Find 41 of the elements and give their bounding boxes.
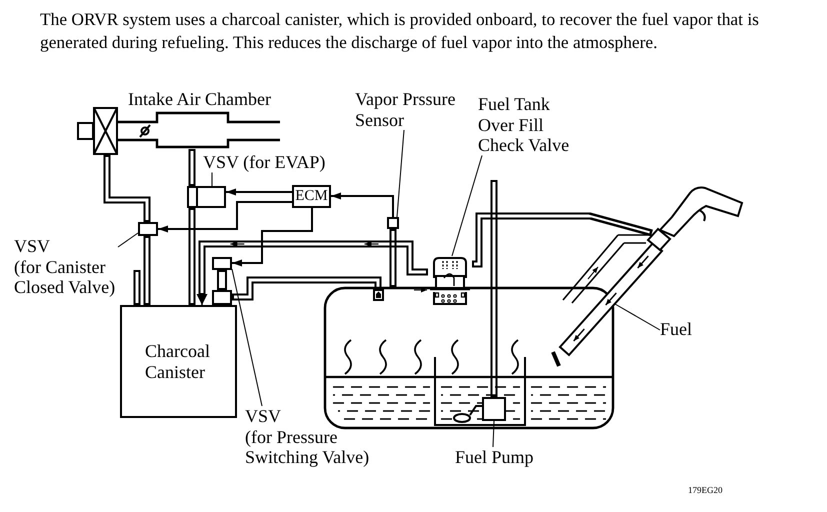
canister-label: Charcoal Canister <box>145 341 211 382</box>
air-filter-symbol <box>77 107 118 155</box>
vapor-hose <box>196 240 428 305</box>
hose <box>104 155 150 222</box>
hose <box>188 208 196 305</box>
canister-box <box>120 305 237 418</box>
part-label: VSV (for Canister Closed Valve) <box>14 236 118 298</box>
signal-wire <box>226 188 292 196</box>
leader-line <box>396 130 404 218</box>
tank-port-symbol <box>373 289 384 301</box>
part-label: Vapor Prssure Sensor <box>355 89 461 130</box>
fuel-pipe <box>490 180 498 397</box>
pump-symbol <box>482 397 506 421</box>
signal-wire <box>232 208 313 266</box>
ecm-label: ECM <box>295 188 328 205</box>
signal-wire <box>331 192 394 217</box>
vent-pipe <box>134 270 140 305</box>
valve-symbol <box>187 186 226 208</box>
valve-symbol <box>212 257 232 270</box>
part-label: VSV (for EVAP) <box>203 152 326 172</box>
part-label: Fuel <box>660 319 692 340</box>
leader-line <box>118 232 138 248</box>
hose <box>144 236 150 305</box>
figure-code: 179EG20 <box>688 485 722 496</box>
hose <box>232 276 382 300</box>
part-label: Fuel Tank Over Fill Check Valve <box>478 94 576 156</box>
sensor-symbol <box>387 217 399 229</box>
leader-line <box>614 304 660 330</box>
caption-text: The ORVR system uses a charcoal canister, which is provided onboard, to recover the fuel vapor that is generated during refueling. This reduces the discharge of fuel vapor into the atmosphere. <box>40 8 760 54</box>
leader-line <box>492 420 494 448</box>
part-label: VSV (for Pressure Switching Valve) <box>245 406 374 468</box>
leader-line <box>452 155 482 256</box>
valve-body-symbol <box>212 290 232 305</box>
check-valve-drawing <box>428 256 472 306</box>
twin-tube <box>217 270 227 290</box>
hose <box>188 149 196 186</box>
part-label: Fuel Pump <box>455 447 534 468</box>
valve-symbol <box>138 222 158 236</box>
part-label: Intake Air Chamber <box>128 89 271 110</box>
leader-line <box>232 268 262 406</box>
signal-wire <box>158 201 292 232</box>
